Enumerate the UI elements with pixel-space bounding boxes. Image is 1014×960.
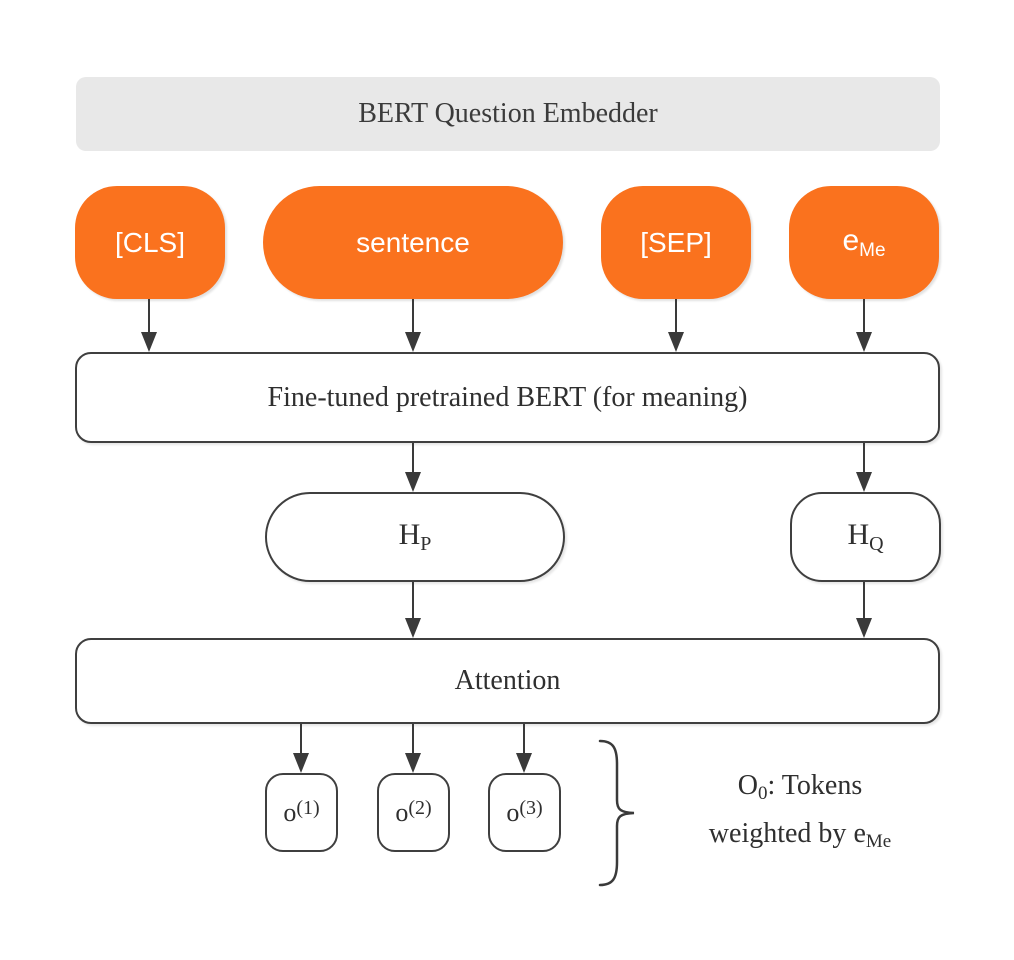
arrow-down-icon bbox=[856, 299, 872, 352]
output-token-3-label: o(3) bbox=[506, 797, 543, 827]
curly-brace-icon bbox=[598, 739, 635, 887]
token-sep: [SEP] bbox=[601, 186, 751, 299]
arrow-down-icon bbox=[668, 299, 684, 352]
outputs-annotation-line2: weighted by eMe bbox=[708, 818, 892, 852]
bert-box: Fine-tuned pretrained BERT (for meaning) bbox=[75, 352, 940, 443]
attention-box-label: Attention bbox=[454, 665, 561, 696]
output-token-3: o(3) bbox=[488, 773, 561, 852]
output-token-1-label: o(1) bbox=[283, 797, 320, 827]
outputs-annotation-line1: O0: Tokens bbox=[737, 770, 863, 804]
arrow-down-icon bbox=[141, 299, 157, 352]
hidden-state-hp-label: HP bbox=[398, 518, 432, 555]
bert-box-label: Fine-tuned pretrained BERT (for meaning) bbox=[267, 381, 748, 413]
hidden-state-hq-label: HQ bbox=[847, 518, 884, 555]
attention-box: Attention bbox=[75, 638, 940, 724]
arrow-down-icon bbox=[856, 443, 872, 492]
output-token-1: o(1) bbox=[265, 773, 338, 852]
outputs-annotation: O0: Tokens weighted by eMe bbox=[645, 766, 955, 862]
arrow-down-icon bbox=[405, 582, 421, 638]
arrow-down-icon bbox=[405, 724, 421, 773]
diagram-title: BERT Question Embedder bbox=[358, 98, 658, 129]
token-sentence-label: sentence bbox=[356, 226, 470, 258]
arrow-down-icon bbox=[293, 724, 309, 773]
arrow-down-icon bbox=[516, 724, 532, 773]
hidden-state-hp: HP bbox=[265, 492, 565, 582]
output-token-2-label: o(2) bbox=[395, 797, 432, 827]
arrow-down-icon bbox=[856, 582, 872, 638]
token-sep-label: [SEP] bbox=[640, 226, 712, 258]
output-token-2: o(2) bbox=[377, 773, 450, 852]
arrow-down-icon bbox=[405, 443, 421, 492]
arrow-down-icon bbox=[405, 299, 421, 352]
token-eme-label: eMe bbox=[842, 223, 886, 261]
diagram-title-bar: BERT Question Embedder bbox=[76, 77, 940, 151]
hidden-state-hq: HQ bbox=[790, 492, 941, 582]
token-sentence: sentence bbox=[263, 186, 563, 299]
token-eme: eMe bbox=[789, 186, 939, 299]
token-cls: [CLS] bbox=[75, 186, 225, 299]
token-cls-label: [CLS] bbox=[114, 226, 186, 258]
